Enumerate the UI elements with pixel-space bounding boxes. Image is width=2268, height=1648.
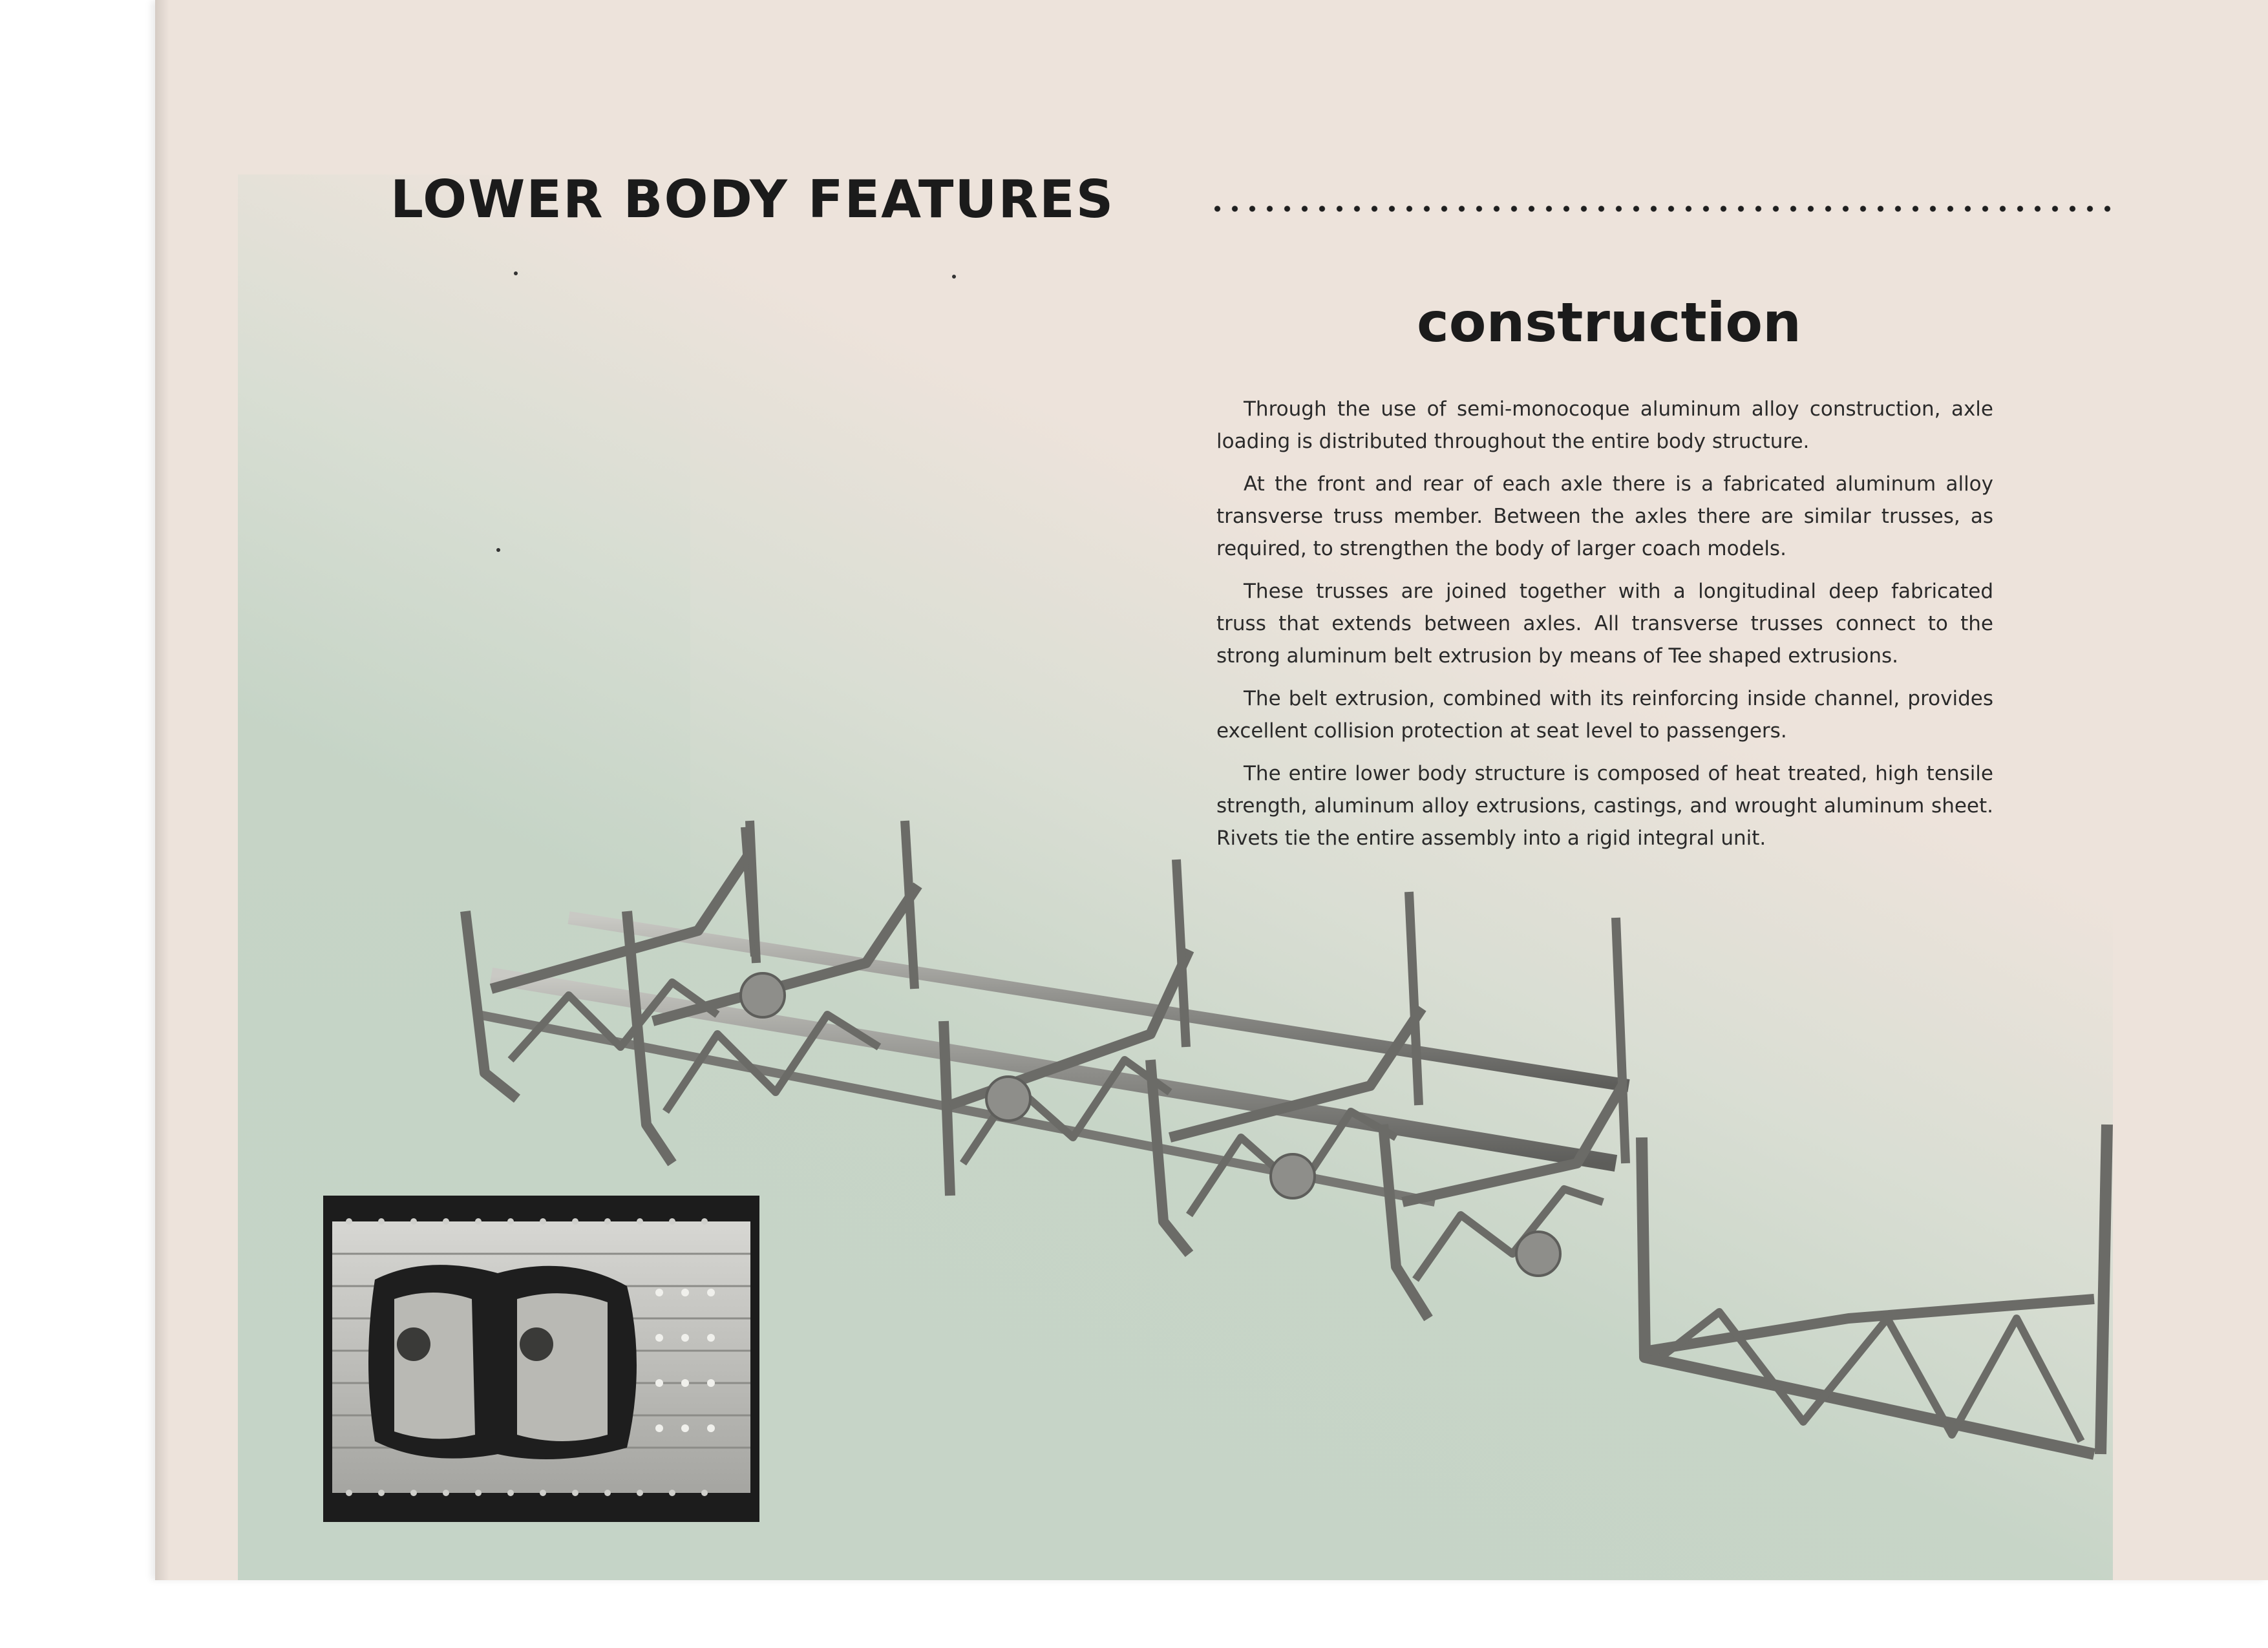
paragraph-1: Through the use of semi-monocoque alumin… <box>1216 397 1993 453</box>
truss-4 <box>1145 891 1426 1257</box>
paragraph-4: The belt extrusion, combined with its re… <box>1216 687 1993 743</box>
casting-detail-image <box>332 1218 750 1496</box>
body-text: Through the use of semi-monocoque alumin… <box>1216 393 1993 865</box>
sub-heading: construction <box>1417 291 1801 354</box>
paragraph-2: At the front and rear of each axle there… <box>1216 472 1993 560</box>
binding-shadow <box>155 0 169 1580</box>
lower-body-frame-illustration <box>460 820 2113 1460</box>
truss-2 <box>622 820 922 1167</box>
dot-leader <box>1209 206 2113 212</box>
paragraph-5: The entire lower body structure is compo… <box>1216 762 1993 850</box>
truss-1 <box>460 820 761 1103</box>
end-truss <box>1636 1124 2113 1460</box>
inset-photo-casting <box>323 1196 759 1522</box>
section-heading: LOWER BODY FEATURES <box>390 169 1115 229</box>
truss-5 <box>1378 917 1630 1322</box>
paragraph-3: These trusses are joined together with a… <box>1216 580 1993 668</box>
